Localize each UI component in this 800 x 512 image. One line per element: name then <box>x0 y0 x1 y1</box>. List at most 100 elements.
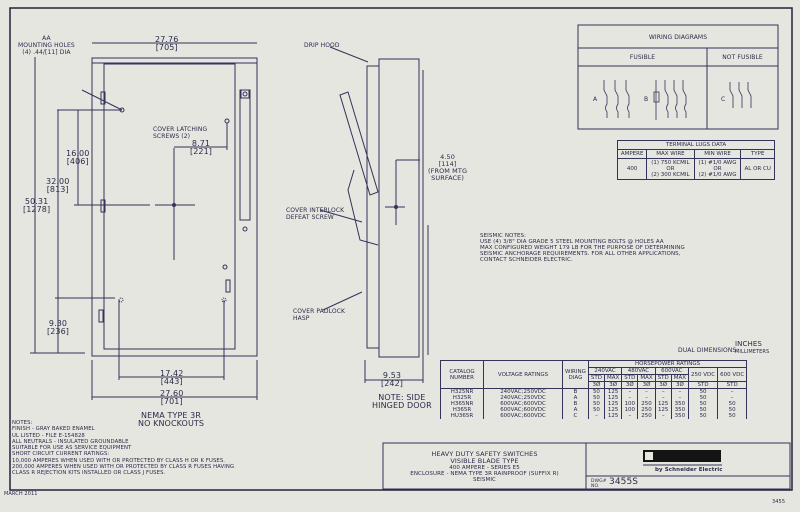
lugs-header: MAX WIRE <box>646 149 695 159</box>
group-600vdc: 600 VDC <box>717 367 748 382</box>
col-catalog: CATALOG NUMBER <box>440 360 484 389</box>
hp-value: 125 <box>603 413 623 419</box>
group-240vac: 240VAC <box>587 367 623 375</box>
hp-value: 250 <box>637 401 656 407</box>
lugs-ampere: 400 <box>616 158 648 180</box>
drip-hood-label: DRIP HOOD <box>304 42 340 49</box>
date: MARCH 2011 <box>4 491 38 497</box>
terminal-lugs-table: TERMINAL LUGS DATA AMPERE MAX WIRE MIN W… <box>616 140 775 180</box>
logo-mark-icon <box>645 452 653 460</box>
dim-16: 16.00[406] <box>66 149 90 166</box>
hp-value: 50 <box>717 401 748 407</box>
sub-header: MAX <box>603 374 623 382</box>
wiring-label-b: B <box>644 96 649 103</box>
horsepower-ratings-table: CATALOG NUMBER VOLTAGE RATINGS WIRING DI… <box>440 360 748 419</box>
group-480vac: 480VAC <box>621 367 656 375</box>
hp-value: 350 <box>670 401 690 407</box>
dim-9: 9.30[236] <box>47 319 70 336</box>
hp-value: 125 <box>603 401 623 407</box>
hp-value: – <box>654 413 672 419</box>
hp-value: 125 <box>603 388 623 395</box>
hp-value: – <box>717 395 748 401</box>
hp-value: 125 <box>603 407 623 413</box>
lugs-type: AL OR CU <box>740 158 775 180</box>
dwg-label: DWG# NO. <box>591 479 607 489</box>
wiring-not-fusible: NOT FUSIBLE <box>722 54 763 61</box>
col-diag: WIRING DIAG <box>562 360 589 389</box>
hp-value: – <box>587 413 605 419</box>
lugs-header: AMPERE <box>616 149 648 159</box>
brand-logo <box>643 450 721 462</box>
hp-title: HORSEPOWER RATINGS <box>587 360 748 368</box>
phase: 3Ø <box>670 381 690 389</box>
dim-latch: 8.71[221] <box>190 139 213 156</box>
hp-value: – <box>637 388 656 395</box>
hp-value: – <box>670 395 690 401</box>
voltage-rating: 240VAC;250VDC <box>483 388 563 395</box>
wiring-diag: C <box>562 413 589 419</box>
voltage-rating: 600VAC;600VDC <box>483 407 563 413</box>
hp-value: 250 <box>637 413 656 419</box>
phase: 3Ø <box>621 381 639 389</box>
group-600vac: 600VAC <box>654 367 690 375</box>
dim-17: 17.42[443] <box>160 369 184 386</box>
dim-side: 9.53[242] <box>381 371 404 388</box>
sub-header: STD <box>621 374 639 382</box>
sub-header: MAX <box>637 374 656 382</box>
wiring-title: WIRING DIAGRAMS <box>648 34 708 41</box>
hp-value: – <box>621 413 639 419</box>
lugs-title: TERMINAL LUGS DATA <box>617 140 775 150</box>
hp-value: 50 <box>688 413 719 419</box>
phase: 3Ø <box>637 381 656 389</box>
voltage-rating: 240VAC;250VDC <box>483 395 563 401</box>
seismic-notes: SEISMIC NOTES:USE (4) 3/8" DIA GRADE 5 S… <box>480 233 685 263</box>
phase: 3Ø <box>603 381 623 389</box>
dim-32: 32.00[813] <box>46 177 70 194</box>
sub-header: STD <box>688 381 719 389</box>
col-voltage: VOLTAGE RATINGS <box>483 360 563 389</box>
wiring-fusible: FUSIBLE <box>629 54 656 61</box>
dual-dimensions-mm: MILLIMETERS <box>735 349 770 355</box>
catalog-number: HU365R <box>440 413 484 419</box>
hp-value: 125 <box>603 395 623 401</box>
dim-width-top: 27.76[705] <box>155 35 179 52</box>
dim-50: 50.31[1278] <box>23 197 51 214</box>
hp-value: – <box>670 388 690 395</box>
hp-value: – <box>637 395 656 401</box>
lugs-header: TYPE <box>740 149 775 159</box>
page-ref: 3455 <box>772 499 786 505</box>
group-250vdc: 250 VDC <box>688 367 719 382</box>
hp-value: 50 <box>717 407 748 413</box>
sub-header: MAX <box>670 374 690 382</box>
hp-value: 250 <box>637 407 656 413</box>
lugs-header: MIN WIRE <box>693 149 742 159</box>
dim-width-bottom: 27.60[701] <box>160 389 184 406</box>
voltage-rating: 600VAC;600VDC <box>483 401 563 407</box>
hp-value: – <box>717 388 748 395</box>
hp-value: 350 <box>670 413 690 419</box>
sub-header: STD <box>654 374 672 382</box>
wiring-label-c: C <box>721 96 726 103</box>
dwg-number: 3455S <box>609 477 639 487</box>
hp-value: 50 <box>717 413 748 419</box>
sub-header: STD <box>717 381 748 389</box>
phase: 3Ø <box>587 381 605 389</box>
dual-dimensions-label: DUAL DIMENSIONS: <box>678 347 739 354</box>
wiring-label-a: A <box>593 96 598 103</box>
